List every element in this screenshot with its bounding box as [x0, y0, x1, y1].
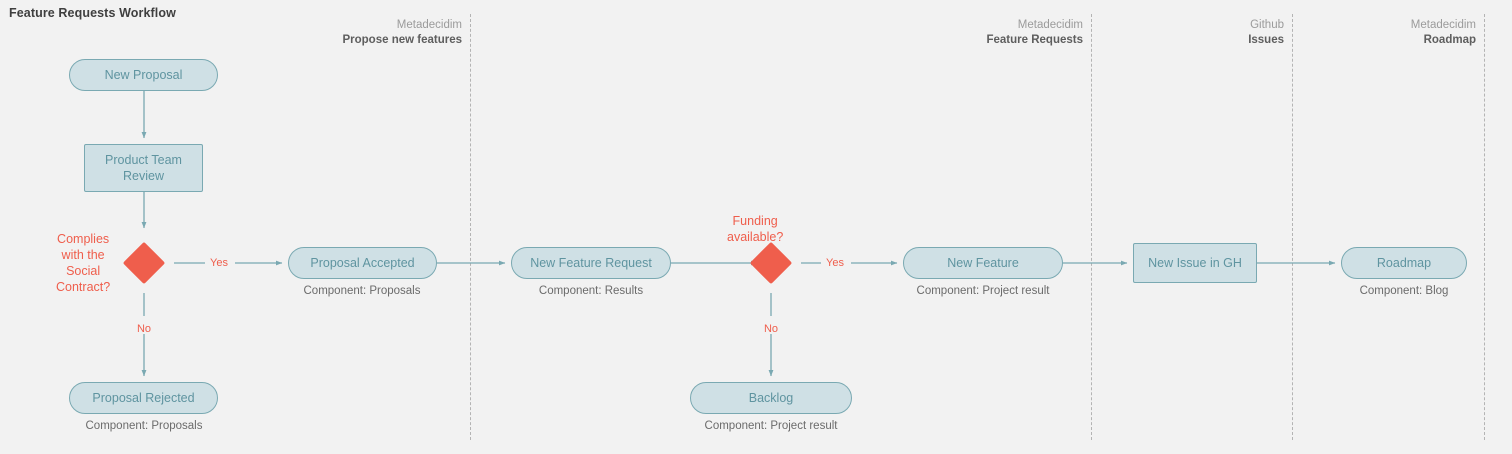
edge-label-social-contract-yes: Yes: [210, 257, 228, 269]
node-label: Backlog: [748, 391, 794, 405]
swimlane-org: Metadecidim: [1017, 19, 1083, 31]
component-label-proposal-rejected: Component: Proposals: [85, 420, 203, 432]
swimlane-divider: [470, 14, 471, 440]
node-backlog[interactable]: Backlog: [690, 382, 852, 414]
edge-label-funding-yes: Yes: [826, 257, 844, 269]
swimlane-divider: [1091, 14, 1092, 440]
node-roadmap[interactable]: Roadmap: [1341, 247, 1467, 279]
component-label-roadmap: Component: Blog: [1359, 285, 1449, 297]
swimlane-name: Issues: [1248, 34, 1284, 46]
decision-label-funding: Funding available?: [727, 214, 784, 244]
swimlane-org: Metadecidim: [1410, 19, 1476, 31]
component-label-new-feature: Component: Project result: [916, 285, 1050, 297]
swimlane-org: Metadecidim: [396, 19, 462, 31]
node-label: New Proposal: [104, 68, 183, 82]
node-label: New Issue in GH: [1148, 256, 1242, 270]
component-label-backlog: Component: Project result: [704, 420, 838, 432]
swimlane-name: Feature Requests: [986, 34, 1083, 46]
swimlane-name: Propose new features: [342, 34, 462, 46]
node-product-team-review[interactable]: Product Team Review: [84, 144, 203, 192]
node-new-feature[interactable]: New Feature: [903, 247, 1063, 279]
edge-label-social-contract-no: No: [136, 323, 152, 335]
node-proposal-accepted[interactable]: Proposal Accepted: [288, 247, 437, 279]
page-title: Feature Requests Workflow: [9, 6, 176, 20]
swimlane-org: Github: [1250, 19, 1284, 31]
node-proposal-rejected[interactable]: Proposal Rejected: [69, 382, 218, 414]
node-label: Proposal Accepted: [310, 256, 415, 270]
node-label: Proposal Rejected: [92, 391, 195, 405]
edge-label-funding-no: No: [763, 323, 779, 335]
component-label-proposal-accepted: Component: Proposals: [303, 285, 421, 297]
decision-funding[interactable]: [749, 241, 793, 285]
swimlane-name: Roadmap: [1423, 34, 1476, 46]
node-label: Roadmap: [1376, 256, 1432, 270]
node-new-issue-in-gh[interactable]: New Issue in GH: [1133, 243, 1257, 283]
node-new-proposal[interactable]: New Proposal: [69, 59, 218, 91]
swimlane-divider: [1484, 14, 1485, 440]
node-label: New Feature: [947, 256, 1019, 270]
component-label-new-feature-request: Component: Results: [538, 285, 644, 297]
decision-social-contract[interactable]: [122, 241, 166, 285]
node-new-feature-request[interactable]: New Feature Request: [511, 247, 671, 279]
decision-label-social-contract: Complies with the Social Contract?: [56, 232, 111, 294]
node-label: Product Team Review: [105, 153, 182, 183]
node-label: New Feature Request: [530, 256, 652, 270]
swimlane-divider: [1292, 14, 1293, 440]
